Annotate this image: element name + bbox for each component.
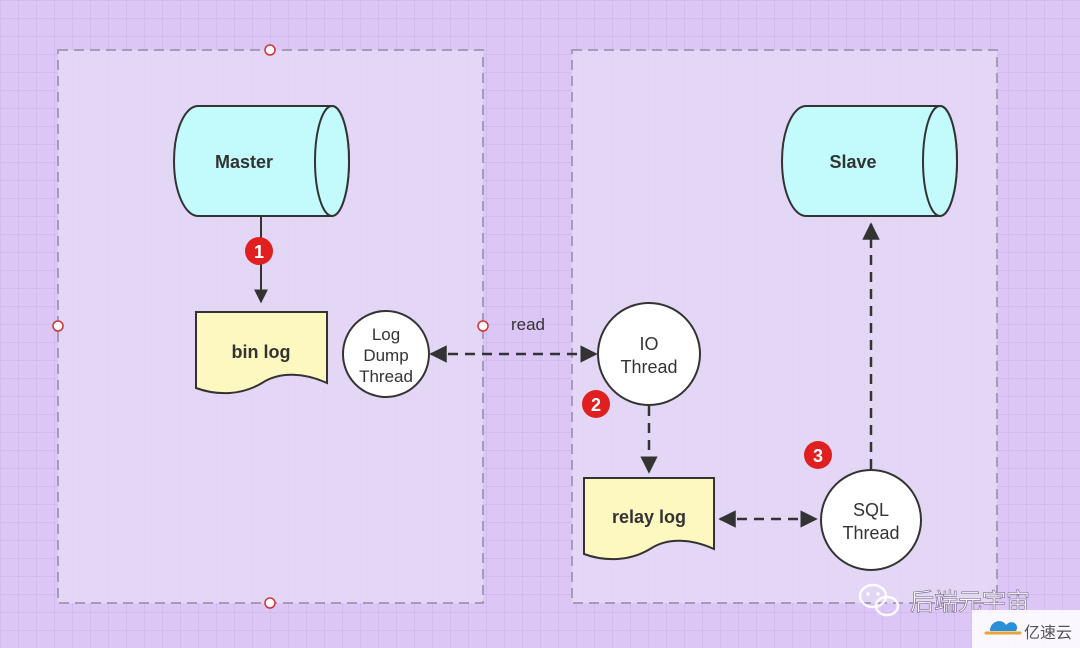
log-dump-thread[interactable]: Log Dump Thread [342, 310, 430, 398]
selection-handle-bottom[interactable] [264, 597, 276, 609]
step-badge-3-label: 3 [813, 446, 823, 466]
log-dump-thread-label-1: Log [372, 325, 400, 344]
step-badge-3: 3 [804, 441, 832, 469]
io-thread-shape [597, 302, 701, 406]
io-thread-label-1: IO [639, 334, 658, 354]
slave-database-label: Slave [829, 152, 876, 172]
selection-handle-right[interactable] [477, 320, 489, 332]
step-badge-1-shape [245, 237, 273, 265]
selection-handle-left[interactable] [52, 320, 64, 332]
relay-log-label: relay log [612, 507, 686, 527]
step-badge-2: 2 [582, 390, 610, 418]
master-database-label: Master [215, 152, 273, 172]
selection-handle-top[interactable] [264, 44, 276, 56]
sql-thread[interactable]: SQL Thread [820, 469, 922, 571]
log-dump-thread-shape [342, 310, 430, 398]
bin-log-document[interactable]: bin log [195, 311, 328, 395]
log-dump-thread-label-3: Thread [359, 367, 413, 386]
relay-log-document[interactable]: relay log [583, 477, 715, 561]
slave-database[interactable]: Slave [781, 105, 958, 217]
bin-log-shape [195, 311, 328, 395]
yisu-cloud-logo-icon [984, 621, 1022, 635]
io-thread-label-2: Thread [620, 357, 677, 377]
step-badge-1: 1 [245, 237, 273, 265]
site-logo-text: 亿速云 [1024, 624, 1072, 642]
relay-log-shape [583, 477, 715, 561]
step-badge-2-shape [582, 390, 610, 418]
wechat-icon [858, 583, 900, 617]
master-database[interactable]: Master [173, 105, 350, 217]
step-badge-1-label: 1 [254, 242, 264, 262]
slave-database-cap [922, 105, 958, 217]
site-logo-watermark: 亿速云 [972, 610, 1080, 648]
sql-thread-label-1: SQL [853, 500, 889, 520]
sql-thread-label-2: Thread [842, 523, 899, 543]
step-badge-3-shape [804, 441, 832, 469]
edge-read-label: read [511, 315, 545, 334]
io-thread[interactable]: IO Thread [597, 302, 701, 406]
master-database-cap [314, 105, 350, 217]
sql-thread-shape [820, 469, 922, 571]
selection-handles[interactable] [52, 44, 489, 609]
step-badge-2-label: 2 [591, 395, 601, 415]
bin-log-label: bin log [232, 342, 291, 362]
log-dump-thread-label-2: Dump [363, 346, 408, 365]
